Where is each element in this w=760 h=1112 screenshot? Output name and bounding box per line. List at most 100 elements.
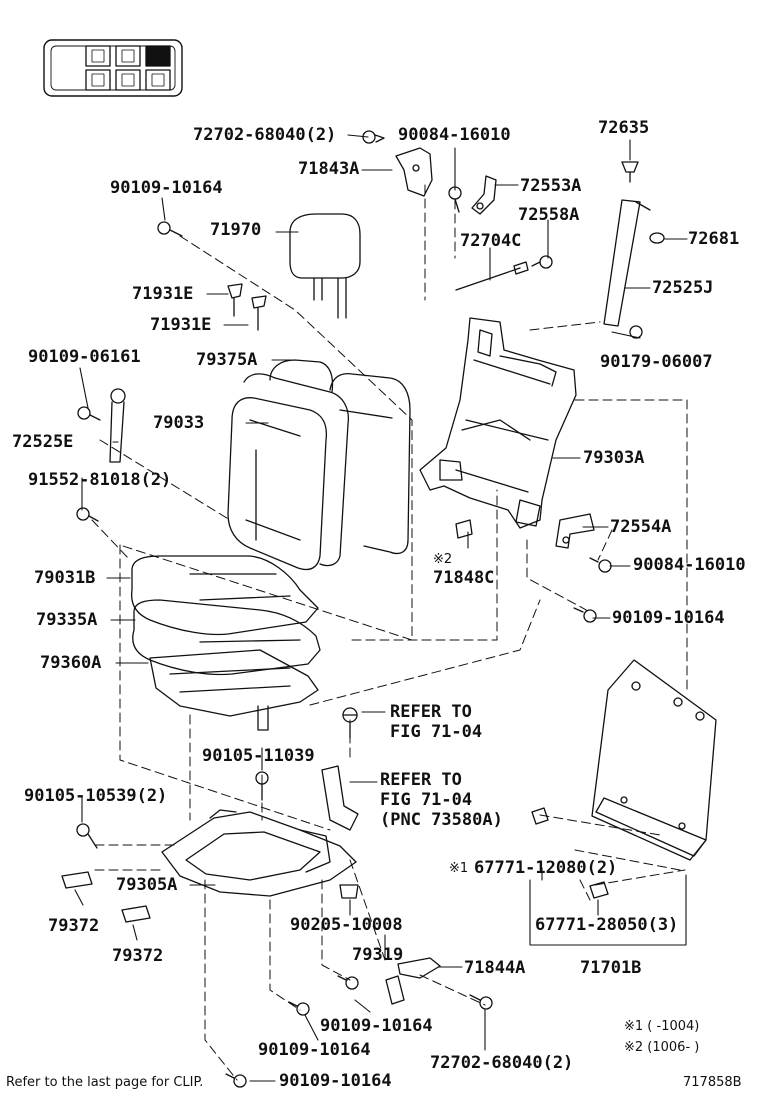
part-label-71843a[interactable]: 71843A	[298, 159, 360, 179]
bolt-90179-icon	[629, 325, 643, 339]
seat-cushion-79031b	[130, 555, 319, 636]
headrest-guides	[227, 283, 267, 331]
pad-79372-a	[61, 871, 93, 889]
seat-pan-79360a	[149, 649, 319, 731]
bolt-90109-c-icon	[337, 975, 359, 990]
part-label-71970[interactable]: 71970	[210, 220, 262, 240]
washer-72681-icon	[649, 232, 665, 244]
clip-67771-12080-icon	[531, 807, 549, 825]
cover-71844a	[385, 957, 441, 1005]
part-label-90205-10008[interactable]: 90205-10008	[290, 915, 403, 935]
part-label-72525j[interactable]: 72525J	[652, 278, 714, 298]
part-label-90109-10164-e[interactable]: 90109-10164	[279, 1071, 392, 1091]
bolt-72702-bot-icon	[469, 994, 493, 1010]
part-label-90109-10164-d[interactable]: 90109-10164	[258, 1040, 371, 1060]
part-label-72704c[interactable]: 72704C	[460, 231, 522, 251]
clip-67771-28050-icon	[589, 881, 609, 899]
cap-90205-icon	[339, 884, 359, 899]
part-label-72702-68040-bot[interactable]: 72702-68040(2)	[430, 1053, 574, 1073]
bolt-90109-06161-icon	[77, 406, 101, 421]
assembly-lines	[91, 184, 688, 1081]
part-label-79372-a[interactable]: 79372	[48, 916, 100, 936]
part-label-67771-28050[interactable]: 67771-28050(3)	[535, 915, 679, 935]
belt-guide-72525e	[109, 388, 126, 463]
pad-79372-b	[121, 905, 151, 923]
bolt-90105-11039-icon	[255, 771, 269, 801]
bolt-72702-top-icon	[362, 130, 385, 144]
part-label-90084-16010-top[interactable]: 90084-16010	[398, 125, 511, 145]
bolt-90105-10539-icon	[76, 823, 98, 849]
bolt-90109-b-icon	[573, 607, 597, 623]
part-label-90084-16010-b[interactable]: 90084-16010	[633, 555, 746, 575]
seat-frame-79305a	[161, 809, 357, 897]
bracket-72554a	[555, 513, 595, 549]
part-label-71844a[interactable]: 71844A	[464, 958, 526, 978]
headrest-71970	[289, 213, 361, 319]
seat-back-frame-79303a	[419, 317, 577, 529]
fasteners	[76, 130, 665, 1088]
refer-label-2-line3[interactable]: (PNC 73580A)	[380, 810, 503, 830]
lock-bracket-71843a	[395, 147, 433, 197]
part-label-72558a[interactable]: 72558A	[518, 205, 580, 225]
part-label-90109-10164-c[interactable]: 90109-10164	[320, 1016, 433, 1036]
part-label-90105-11039[interactable]: 90105-11039	[202, 746, 315, 766]
part-label-91552-81018[interactable]: 91552-81018(2)	[28, 470, 172, 490]
part-label-79305a[interactable]: 79305A	[116, 875, 178, 895]
part-label-72635[interactable]: 72635	[598, 118, 650, 138]
bolt-90084-b-icon	[589, 557, 612, 573]
part-label-79335a[interactable]: 79335A	[36, 610, 98, 630]
note-marker-1: ※1	[449, 861, 469, 876]
part-label-79360a[interactable]: 79360A	[40, 653, 102, 673]
part-label-71848c[interactable]: 71848C	[433, 568, 495, 588]
part-label-67771-12080[interactable]: 67771-12080(2)	[474, 858, 618, 878]
part-label-72681[interactable]: 72681	[688, 229, 740, 249]
part-label-79375a[interactable]: 79375A	[196, 350, 258, 370]
bolt-refer-icon	[342, 707, 358, 739]
part-label-90109-10164-b[interactable]: 90109-10164	[612, 608, 725, 628]
part-label-71931e-1[interactable]: 71931E	[132, 284, 194, 304]
part-label-90109-10164-a[interactable]: 90109-10164	[110, 178, 223, 198]
part-label-79372-b[interactable]: 79372	[112, 946, 164, 966]
cap-72635-icon	[621, 161, 639, 183]
nut-72558a-icon	[531, 255, 553, 269]
part-label-90109-06161[interactable]: 90109-06161	[28, 347, 141, 367]
refer-label-1-line2[interactable]: FIG 71-04	[390, 722, 483, 742]
part-label-79303a[interactable]: 79303A	[583, 448, 645, 468]
seat-back-cushion	[227, 359, 411, 571]
buckle-bracket	[321, 765, 359, 831]
part-label-90179-06007[interactable]: 90179-06007	[600, 352, 713, 372]
part-label-72525e[interactable]: 72525E	[12, 432, 74, 452]
bracket-72553a	[471, 175, 497, 215]
clip-reference-note: Refer to the last page for CLIP.	[6, 1075, 204, 1090]
part-label-79033[interactable]: 79033	[153, 413, 205, 433]
part-label-72554a[interactable]: 72554A	[610, 517, 672, 537]
bolt-90109-a-icon	[157, 221, 183, 237]
rod-72704c	[455, 261, 529, 291]
part-label-90105-10539[interactable]: 90105-10539(2)	[24, 786, 168, 806]
leader-lines	[74, 134, 688, 1082]
vehicle-seat-locator-icon	[43, 39, 183, 97]
stopper-71848c	[455, 519, 473, 539]
part-label-79031b[interactable]: 79031B	[34, 568, 96, 588]
bolt-90109-e-icon	[225, 1073, 247, 1088]
refer-label-2-line2[interactable]: FIG 71-04	[380, 790, 473, 810]
note-marker-2: ※2	[433, 552, 453, 567]
part-label-71701b[interactable]: 71701B	[580, 958, 642, 978]
bolt-91552-icon	[76, 507, 99, 522]
part-label-79319[interactable]: 79319	[352, 945, 404, 965]
refer-label-2-line1[interactable]: REFER TO	[380, 770, 462, 790]
footnote-1: ※1 ( -1004)	[624, 1019, 700, 1034]
seat-cushion-79335a	[132, 599, 321, 676]
refer-label-1-line1[interactable]: REFER TO	[390, 702, 472, 722]
part-label-72553a[interactable]: 72553A	[520, 176, 582, 196]
strap-72525j	[603, 199, 651, 327]
part-label-72702-68040-top[interactable]: 72702-68040(2)	[193, 125, 337, 145]
diagram-id: 717858B	[683, 1075, 742, 1090]
footnote-2: ※2 (1006- )	[624, 1040, 700, 1055]
bolt-90109-d-icon	[288, 1001, 310, 1016]
board-71701b	[591, 659, 717, 861]
bolt-90084-top-icon	[448, 186, 462, 213]
part-label-71931e-2[interactable]: 71931E	[150, 315, 212, 335]
